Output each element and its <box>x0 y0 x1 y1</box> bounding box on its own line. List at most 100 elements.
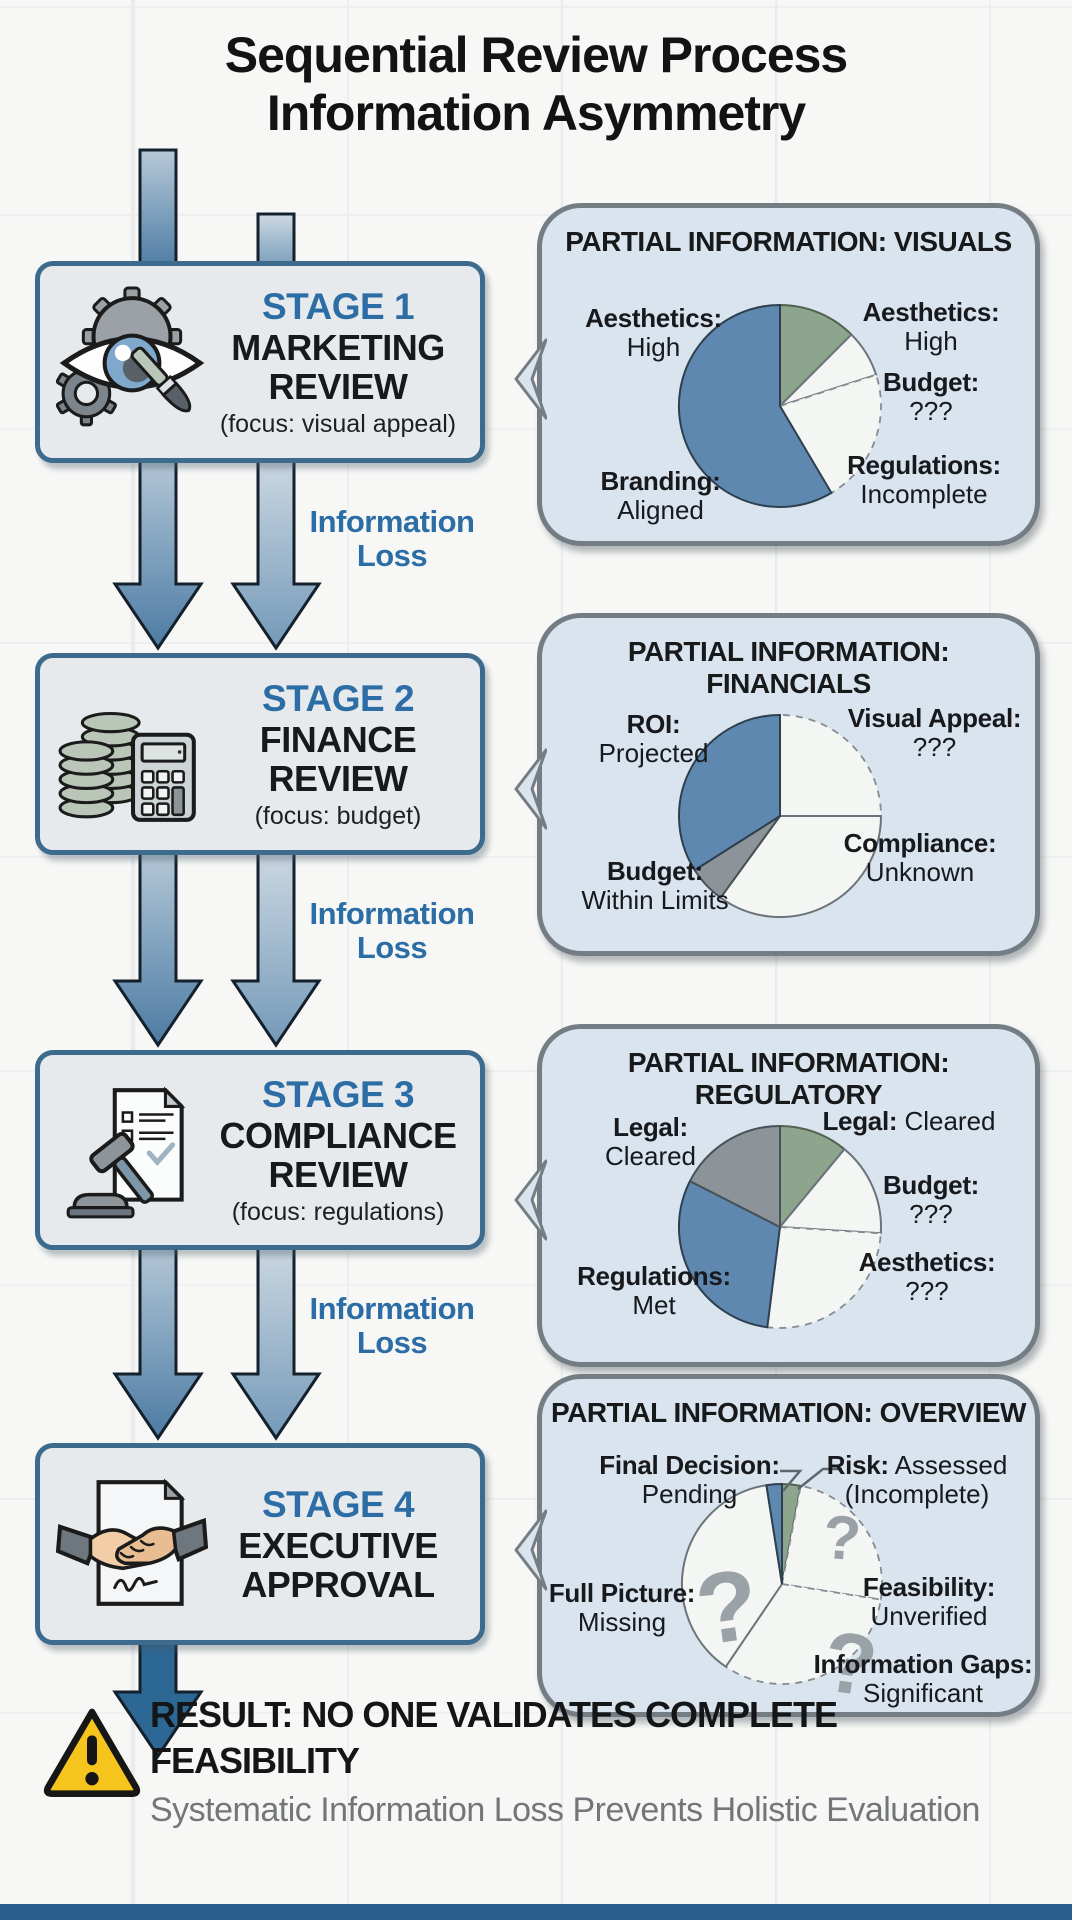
stage-3-text: STAGE 3 COMPLIANCE REVIEW (focus: regula… <box>208 1074 480 1227</box>
bubble-partial-info-visuals: PARTIAL INFORMATION: VISUALS Aesthetics:… <box>514 203 1040 546</box>
bubble-label: Budget:??? <box>882 1170 980 1229</box>
page-title-line1: Sequential Review Process <box>224 27 849 83</box>
bubble-label: Risk: Assessed (Incomplete) <box>826 1450 1008 1509</box>
result-subheading: Systematic Information Loss Prevents Hol… <box>150 1791 980 1829</box>
stage-number-label: STAGE 2 <box>261 677 415 719</box>
bubble-title: PARTIAL INFORMATION: VISUALS <box>565 226 1012 257</box>
flow-arrow <box>112 846 204 1048</box>
pie-slice-white <box>724 1583 882 1685</box>
pie-chart-regulatory <box>542 1029 1035 1367</box>
information-loss-label: Information Loss <box>309 896 476 965</box>
information-loss-label: Information Loss <box>309 504 476 573</box>
result-text: RESULT: NO ONE VALIDATES COMPLETE FEASIB… <box>150 1692 1050 1832</box>
flow-arrow-shaft-top <box>138 148 178 272</box>
callout-lines <box>780 1467 842 1492</box>
bubble-label: Compliance:Unknown <box>843 828 997 887</box>
stage-focus: (focus: visual appeal) <box>219 409 457 438</box>
bubble-label: Aesthetics:??? <box>858 1247 996 1306</box>
bubble-title: PARTIAL INFORMATION: OVERVIEW <box>551 1397 1026 1428</box>
flow-arrow <box>112 453 204 651</box>
coins-calculator-icon <box>58 711 196 822</box>
stage-4-text: STAGE 4 EXECUTIVE APPROVAL <box>208 1484 480 1604</box>
pie-slice-white <box>777 1147 882 1235</box>
bubble-partial-info-financials: PARTIAL INFORMATION: FINANCIALS ROI:Proj… <box>514 613 1040 956</box>
stage-name-line: REVIEW <box>268 757 408 799</box>
flow-arrow <box>112 1241 204 1441</box>
bubble-tail <box>514 748 547 830</box>
bubble-title: PARTIAL INFORMATION: REGULATORY <box>627 1047 950 1110</box>
stage-3-compliance-card: STAGE 3 COMPLIANCE REVIEW (focus: regula… <box>35 1050 485 1250</box>
stage-4-executive-card: STAGE 4 EXECUTIVE APPROVAL <box>35 1443 485 1645</box>
pie-slice-gray <box>688 1124 781 1229</box>
bubble-partial-info-regulatory: PARTIAL INFORMATION: REGULATORY Legal:Cl… <box>514 1024 1040 1367</box>
stage-name-line: REVIEW <box>268 365 408 407</box>
pie-slice-blue <box>677 303 833 508</box>
bubble-label: Aesthetics:High <box>862 297 1000 356</box>
pie-chart-financials <box>542 618 1035 956</box>
bubble-label: Final Decision:Pending <box>599 1450 780 1509</box>
stage-name-line: REVIEW <box>268 1153 408 1195</box>
bubble-label: ROI:Projected <box>598 709 709 768</box>
stage-2-finance-card: STAGE 2 FINANCE REVIEW (focus: budget) <box>35 653 485 855</box>
pie-chart <box>677 713 883 918</box>
bubble-title: PARTIAL INFORMATION: FINANCIALS <box>627 636 950 699</box>
pie-slice-white <box>779 333 878 407</box>
pie-slice-green <box>779 303 853 409</box>
pie-slice-white <box>719 815 883 918</box>
pie-slice-blue <box>677 1179 782 1329</box>
bubble-label: Feasibility:Unverified <box>862 1572 996 1631</box>
final-flow-arrow <box>112 1638 204 1759</box>
bubble-tail <box>514 1159 547 1241</box>
pie-slice-white <box>778 373 882 495</box>
pie-slice-white <box>680 1484 784 1669</box>
flow-arrow <box>230 453 322 651</box>
footer-bar <box>0 1904 1072 1920</box>
flow-arrow <box>230 846 322 1048</box>
bubble-label: Legal: Cleared <box>822 1106 996 1136</box>
gavel-checklist-icon <box>66 1086 186 1219</box>
bubble-label: Budget:Within Limits <box>581 856 729 915</box>
bubble-label: Visual Appeal:??? <box>847 703 1022 762</box>
bubble-partial-info-overview: PARTIAL INFORMATION: OVERVIEW ??? Final … <box>514 1374 1040 1717</box>
pie-chart: ??? <box>680 1482 883 1715</box>
flow-arrow <box>230 1241 322 1441</box>
stage-focus: (focus: budget) <box>254 801 422 830</box>
stage-number-label: STAGE 4 <box>261 1484 415 1525</box>
pie-slice-blue <box>765 1482 783 1585</box>
pie-slice-white <box>780 1484 883 1601</box>
bubble-label: Branding:Aligned <box>600 466 721 525</box>
stage-1-text: STAGE 1 MARKETING REVIEW (focus: visual … <box>208 286 480 439</box>
handshake-document-icon <box>56 1478 208 1606</box>
bubble-tail <box>514 338 547 420</box>
pie-chart-visuals <box>542 208 1035 546</box>
result-heading: RESULT: NO ONE VALIDATES COMPLETE FEASIB… <box>150 1694 838 1781</box>
stage-2-text: STAGE 2 FINANCE REVIEW (focus: budget) <box>208 678 480 831</box>
bubble-label: Information Gaps:Significant <box>813 1649 1033 1708</box>
pie-slice-green <box>779 1124 846 1230</box>
bubble-label: Regulations:Incomplete <box>847 450 1001 509</box>
bubble-label: Full Picture:Missing <box>548 1578 696 1637</box>
bubble-label: Budget:??? <box>882 367 980 426</box>
pie-slice-blue <box>677 713 781 872</box>
stage-focus: (focus: regulations) <box>231 1197 445 1226</box>
pie-chart <box>677 303 882 508</box>
flow-arrow-shaft-top-2 <box>256 212 296 272</box>
question-mark: ? <box>820 1503 864 1575</box>
stage-1-marketing-card: STAGE 1 MARKETING REVIEW (focus: visual … <box>35 261 485 463</box>
stage-name-line: MARKETING <box>231 326 445 368</box>
pie-slice-white <box>766 1226 882 1329</box>
bubble-label: Aesthetics:High <box>585 303 722 362</box>
information-loss-label: Information Loss <box>309 1291 476 1360</box>
page-title-line2: Information Asymmetry <box>266 85 806 141</box>
stage-number-label: STAGE 3 <box>261 1073 415 1115</box>
pie-slice-white <box>779 714 882 817</box>
eye-gear-paintbrush-icon <box>56 286 205 427</box>
bubble-label: Legal:Cleared <box>604 1112 697 1171</box>
bubble-tail <box>514 1509 547 1591</box>
stage-name-line: EXECUTIVE <box>238 1525 438 1566</box>
page-title: Sequential Review Process Information As… <box>0 26 1072 142</box>
warning-triangle-icon <box>43 1708 141 1797</box>
pie-chart <box>677 1124 882 1329</box>
